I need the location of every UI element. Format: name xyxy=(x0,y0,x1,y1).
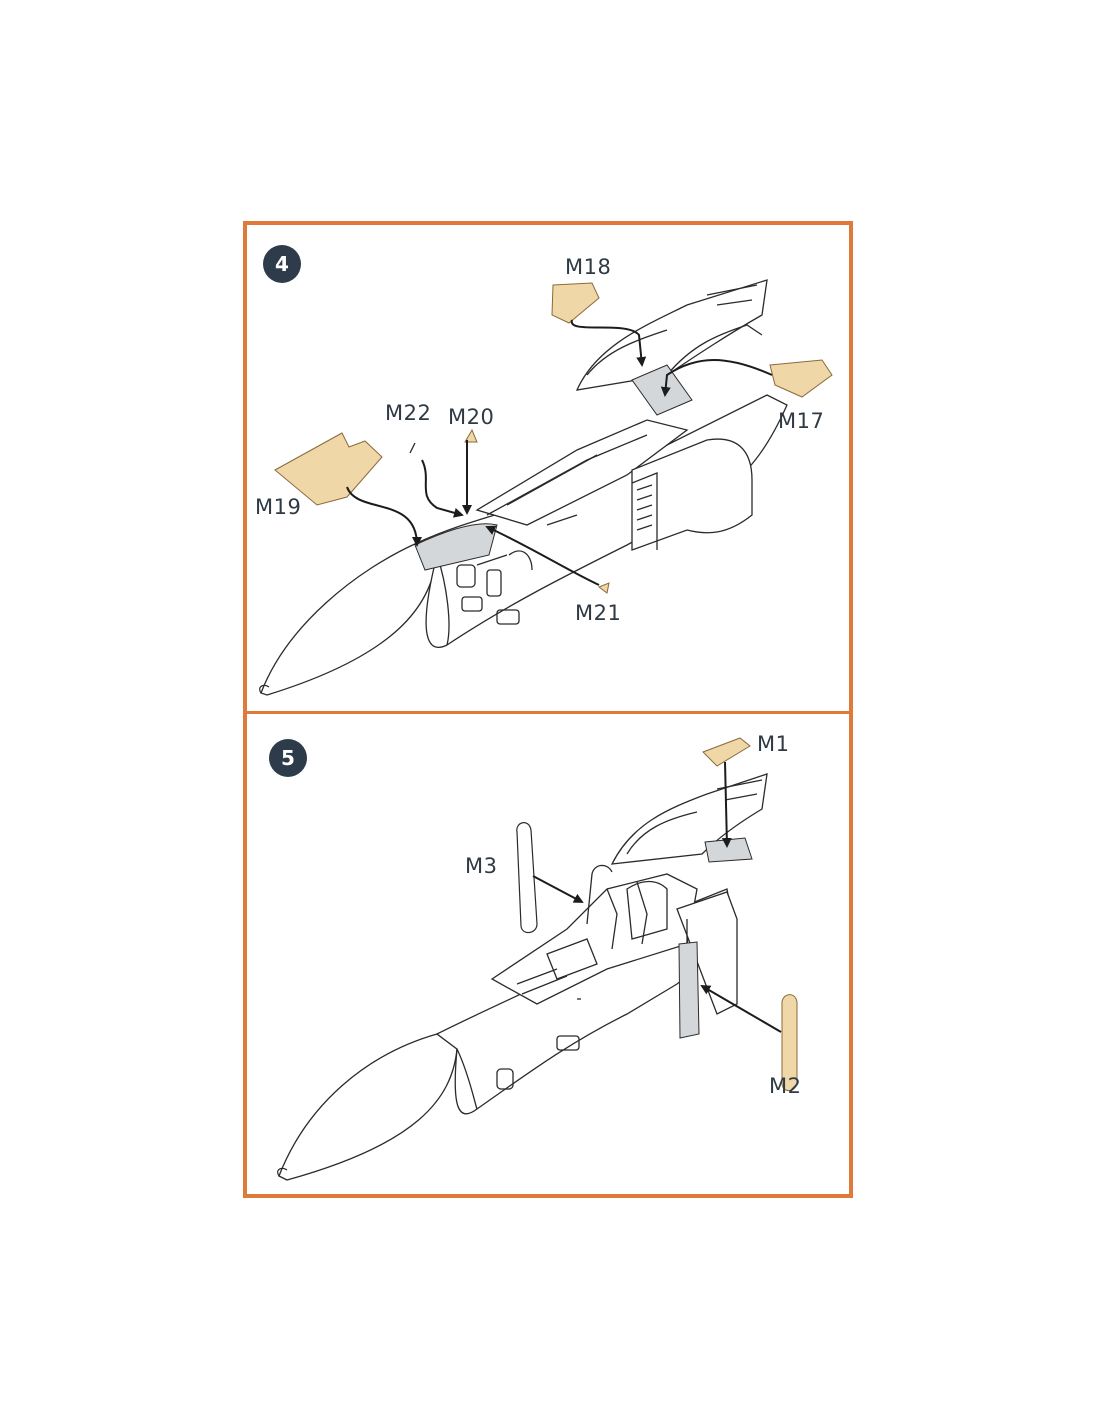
callout-m18: M18 xyxy=(565,255,612,279)
step-5-panel: 5 xyxy=(247,714,849,1194)
mask-zone-nose xyxy=(414,523,498,571)
callout-m1: M1 xyxy=(757,732,790,756)
step-4-badge: 4 xyxy=(263,245,301,283)
leader-arrows-5 xyxy=(532,761,782,1033)
leader-arrows xyxy=(346,319,773,586)
mask-part-m2 xyxy=(781,994,798,1091)
fuselage-lines xyxy=(259,279,788,696)
mask-part-m21 xyxy=(597,582,610,594)
step-4-aircraft-drawing xyxy=(259,279,833,696)
mask-zone-m1 xyxy=(704,837,753,863)
instruction-sheet: 4 xyxy=(243,221,853,1198)
mask-part-m18 xyxy=(551,282,600,324)
mask-part-m20 xyxy=(464,428,478,443)
callout-m19: M19 xyxy=(255,495,302,519)
mask-part-m19 xyxy=(274,432,383,506)
step-divider xyxy=(247,711,849,714)
fuselage-lines-5 xyxy=(277,773,768,1181)
step-5-badge: 5 xyxy=(269,739,307,777)
mask-part-m3 xyxy=(516,822,538,934)
callout-m20: M20 xyxy=(448,405,495,429)
callout-m22: M22 xyxy=(385,401,432,425)
step-5-aircraft-drawing xyxy=(277,737,798,1181)
mask-part-m17 xyxy=(769,359,833,398)
callout-m21: M21 xyxy=(575,601,622,625)
callout-m2: M2 xyxy=(769,1074,802,1098)
mask-part-m1 xyxy=(702,737,751,767)
step-4-panel: 4 xyxy=(247,225,849,711)
callout-m17: M17 xyxy=(778,409,825,433)
callout-m3: M3 xyxy=(465,854,498,878)
mask-zone-m2 xyxy=(678,941,700,1039)
mask-part-m22 xyxy=(409,442,416,454)
